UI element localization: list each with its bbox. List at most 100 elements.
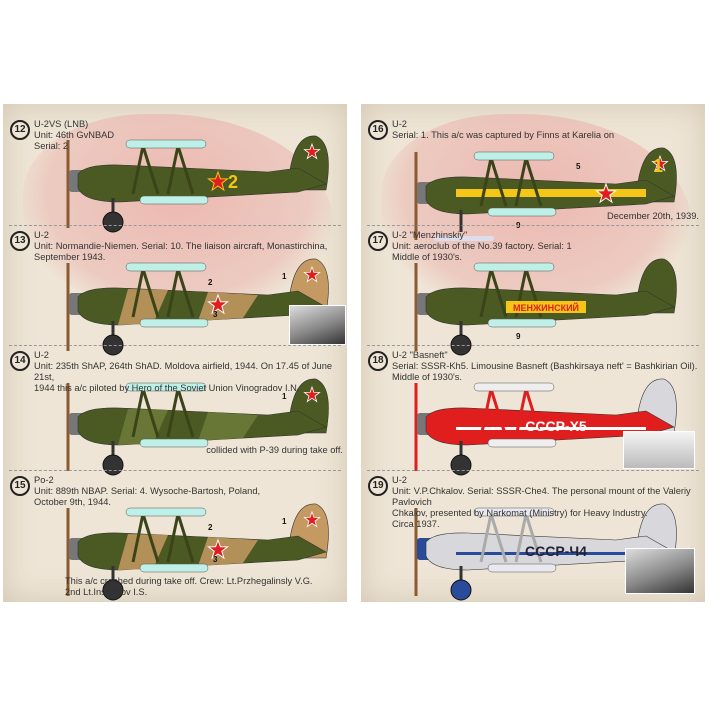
aircraft-profile: МЕНЖИНСКИЙ 9 xyxy=(414,258,677,356)
callout-number: 9 xyxy=(516,332,521,341)
struts xyxy=(479,157,543,207)
description-line: Po-2 xyxy=(34,475,54,485)
lower-wing xyxy=(139,195,209,205)
upper-wing xyxy=(473,151,555,161)
red-star-tail xyxy=(303,510,321,528)
struts xyxy=(131,388,195,438)
aircraft-marking: 2 xyxy=(228,172,238,192)
aircraft-profile: 123 xyxy=(66,503,329,601)
scheme-number: 18 xyxy=(368,351,388,371)
description-line: Middle of 1930's. xyxy=(392,372,462,382)
aircraft-marking: CCCP-Ч4 xyxy=(525,543,587,559)
red-star-tail xyxy=(303,385,321,403)
dashed-divider xyxy=(9,470,341,471)
aircraft-profile: 1 xyxy=(66,378,329,476)
aircraft-profile: 159 xyxy=(414,147,677,241)
aircraft-profile: CCCP-X5 xyxy=(414,378,677,476)
aircraft-profile: CCCP-Ч4 xyxy=(414,503,677,601)
struts xyxy=(479,268,543,318)
wheel xyxy=(102,211,124,233)
lower-wing xyxy=(139,563,209,573)
red-star-tail xyxy=(651,154,669,172)
callout-number: 1 xyxy=(282,392,287,401)
description-line: Unit: 235th ShAP, 264th ShAD. Moldova ai… xyxy=(34,361,333,382)
historical-photo xyxy=(623,431,695,469)
dashed-divider xyxy=(367,225,699,226)
callout-number: 3 xyxy=(213,555,218,564)
fuselage-stripe xyxy=(456,427,646,430)
aircraft-profile: 1 2 3 xyxy=(66,258,329,356)
struts xyxy=(131,145,195,195)
upper-wing xyxy=(473,262,555,272)
struts xyxy=(479,513,543,563)
historical-photo xyxy=(625,548,695,594)
scheme-number: 17 xyxy=(368,231,388,251)
description-line: U-2 "Basneft" xyxy=(392,350,448,360)
fuselage xyxy=(77,164,327,203)
dashed-divider xyxy=(367,470,699,471)
lower-wing xyxy=(487,438,557,448)
lower-wing xyxy=(139,318,209,328)
scheme-number: 12 xyxy=(10,120,30,140)
description-line: September 1943. xyxy=(34,252,106,262)
upper-wing xyxy=(473,507,555,517)
description-line: U-2 xyxy=(392,119,407,129)
scheme-number: 19 xyxy=(368,476,388,496)
red-star-fuselage xyxy=(207,170,229,192)
wheel xyxy=(102,579,124,601)
wheel xyxy=(450,579,472,601)
scheme-number: 13 xyxy=(10,231,30,251)
red-star-tail xyxy=(303,265,321,283)
upper-wing xyxy=(125,262,207,272)
aircraft-marking: МЕНЖИНСКИЙ xyxy=(513,302,579,313)
description-line: U-2VS (LNB) xyxy=(34,119,89,129)
upper-wing xyxy=(125,507,207,517)
lower-wing xyxy=(487,563,557,573)
aircraft-marking: 1 xyxy=(653,156,663,176)
description-line: U-2 "Menzhinskiy" xyxy=(392,230,468,240)
description-line: Unit: 46th GvNBAD xyxy=(34,130,115,140)
callout-number: 5 xyxy=(576,162,581,171)
historical-photo xyxy=(289,305,346,345)
upper-wing xyxy=(125,382,207,392)
description-line: Unit: Normandie-Niemen. Serial: 10. The … xyxy=(34,241,328,251)
callout-number: 1 xyxy=(282,272,287,281)
description-line: U-2 xyxy=(392,475,407,485)
description-line: U-2 xyxy=(34,230,49,240)
aircraft-marking: CCCP-X5 xyxy=(525,418,587,434)
upper-wing xyxy=(125,139,207,149)
red-star-tail xyxy=(303,142,321,160)
description-line: Unit: aeroclub of the No.39 factory. Ser… xyxy=(392,241,572,251)
scheme-number: 14 xyxy=(10,351,30,371)
scheme-section-17: МЕНЖИНСКИЙ 9 17 U-2 "Menzhinskiy"Unit: aero… xyxy=(361,225,705,356)
dashed-divider xyxy=(9,345,341,346)
fuselage xyxy=(425,407,675,446)
description-line: U-2 xyxy=(34,350,49,360)
description-line: October 9th, 1944. xyxy=(34,497,112,507)
description-line: Unit: 889th NBAP. Serial: 4. Wysoche-Bar… xyxy=(34,486,261,496)
upper-wing xyxy=(473,382,555,392)
description-continued: 2nd Lt.Inshakov I.S. xyxy=(65,587,148,597)
description-line: Circa 1937. xyxy=(392,519,440,529)
callout-number: 2 xyxy=(208,278,213,287)
dashed-divider xyxy=(9,225,341,226)
fuselage-stripe xyxy=(456,189,646,197)
callout-number: 3 xyxy=(213,310,218,319)
description-continued: This a/c crashed during take off. Crew: … xyxy=(65,576,313,586)
description-line: Chkalov, presented by Narkomat (Ministry… xyxy=(392,508,648,518)
callout-number: 2 xyxy=(208,523,213,532)
description-line: Unit: V.P.Chkalov. Serial: SSSR-Che4. Th… xyxy=(392,486,691,507)
ski xyxy=(434,236,494,241)
red-star-fuselage xyxy=(595,182,617,204)
aircraft-profile: 2 xyxy=(66,135,329,233)
struts xyxy=(131,268,195,318)
lower-wing xyxy=(487,207,557,217)
